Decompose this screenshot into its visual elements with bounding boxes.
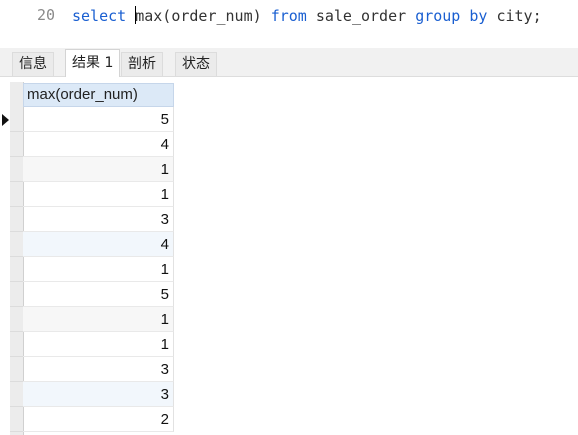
column-header-max-order-num[interactable]: max(order_num) bbox=[23, 83, 174, 107]
row-selector[interactable] bbox=[10, 207, 23, 232]
table-cell[interactable]: 3 bbox=[23, 207, 174, 232]
table-row[interactable]: 3 bbox=[0, 207, 578, 232]
text-caret bbox=[135, 6, 137, 24]
row-selector-column bbox=[10, 82, 24, 435]
table-row[interactable]: 1 bbox=[0, 257, 578, 282]
row-selector[interactable] bbox=[10, 232, 23, 257]
keyword-group: group bbox=[415, 7, 461, 25]
table-cell[interactable]: 2 bbox=[23, 407, 174, 432]
keyword-select: select bbox=[72, 7, 127, 25]
table-cell[interactable]: 1 bbox=[23, 257, 174, 282]
tab-result-1[interactable]: 结果 1 bbox=[65, 49, 121, 77]
row-selector[interactable] bbox=[10, 407, 23, 432]
current-row-pointer-icon bbox=[2, 114, 9, 126]
row-selector[interactable] bbox=[10, 282, 23, 307]
row-selector[interactable] bbox=[10, 182, 23, 207]
group-column: city; bbox=[496, 7, 542, 25]
tab-status[interactable]: 状态 bbox=[175, 52, 217, 76]
table-row[interactable]: 4 bbox=[0, 132, 578, 157]
row-selector[interactable] bbox=[10, 157, 23, 182]
row-selector[interactable] bbox=[10, 132, 23, 157]
table-cell[interactable]: 5 bbox=[23, 107, 174, 132]
row-selector[interactable] bbox=[10, 332, 23, 357]
row-selector[interactable] bbox=[10, 307, 23, 332]
row-selector[interactable] bbox=[10, 257, 23, 282]
tab-profile[interactable]: 剖析 bbox=[121, 52, 163, 76]
table-row[interactable]: 2 bbox=[0, 407, 578, 432]
table-name: sale_order bbox=[315, 7, 407, 25]
sql-editor[interactable]: 19 20 select max(order_num) from sale_or… bbox=[0, 0, 578, 44]
table-row[interactable]: 1 bbox=[0, 157, 578, 182]
table-cell[interactable]: 3 bbox=[23, 357, 174, 382]
table-row[interactable]: 1 bbox=[0, 332, 578, 357]
table-cell[interactable]: 1 bbox=[23, 307, 174, 332]
table-row[interactable]: 3 bbox=[0, 382, 578, 407]
table-cell[interactable]: 4 bbox=[23, 232, 174, 257]
table-row[interactable]: 4 bbox=[0, 232, 578, 257]
table-row[interactable]: 3 bbox=[0, 357, 578, 382]
result-tabs-bar: 信息 结果 1 剖析 状态 bbox=[0, 48, 578, 77]
table-row[interactable]: 1 bbox=[0, 182, 578, 207]
table-cell[interactable]: 4 bbox=[23, 132, 174, 157]
row-selector[interactable] bbox=[10, 357, 23, 382]
table-cell[interactable]: 3 bbox=[23, 382, 174, 407]
row-selector[interactable] bbox=[10, 382, 23, 407]
line-number-20: 20 bbox=[36, 6, 55, 24]
table-cell[interactable]: 1 bbox=[23, 332, 174, 357]
table-cell[interactable]: 5 bbox=[23, 282, 174, 307]
table-cell[interactable]: 1 bbox=[23, 157, 174, 182]
table-row[interactable]: 1 bbox=[0, 307, 578, 332]
keyword-from: from bbox=[270, 7, 307, 25]
keyword-by: by bbox=[469, 7, 488, 25]
select-expression: max(order_num) bbox=[135, 7, 262, 25]
table-cell[interactable]: 1 bbox=[23, 182, 174, 207]
row-selector[interactable] bbox=[10, 107, 23, 132]
table-row[interactable]: 5 bbox=[0, 107, 578, 132]
table-row[interactable]: 5 bbox=[0, 282, 578, 307]
sql-statement[interactable]: select max(order_num) from sale_order gr… bbox=[72, 6, 542, 26]
tab-info[interactable]: 信息 bbox=[12, 52, 54, 76]
line-number-19: 19 bbox=[0, 0, 55, 4]
